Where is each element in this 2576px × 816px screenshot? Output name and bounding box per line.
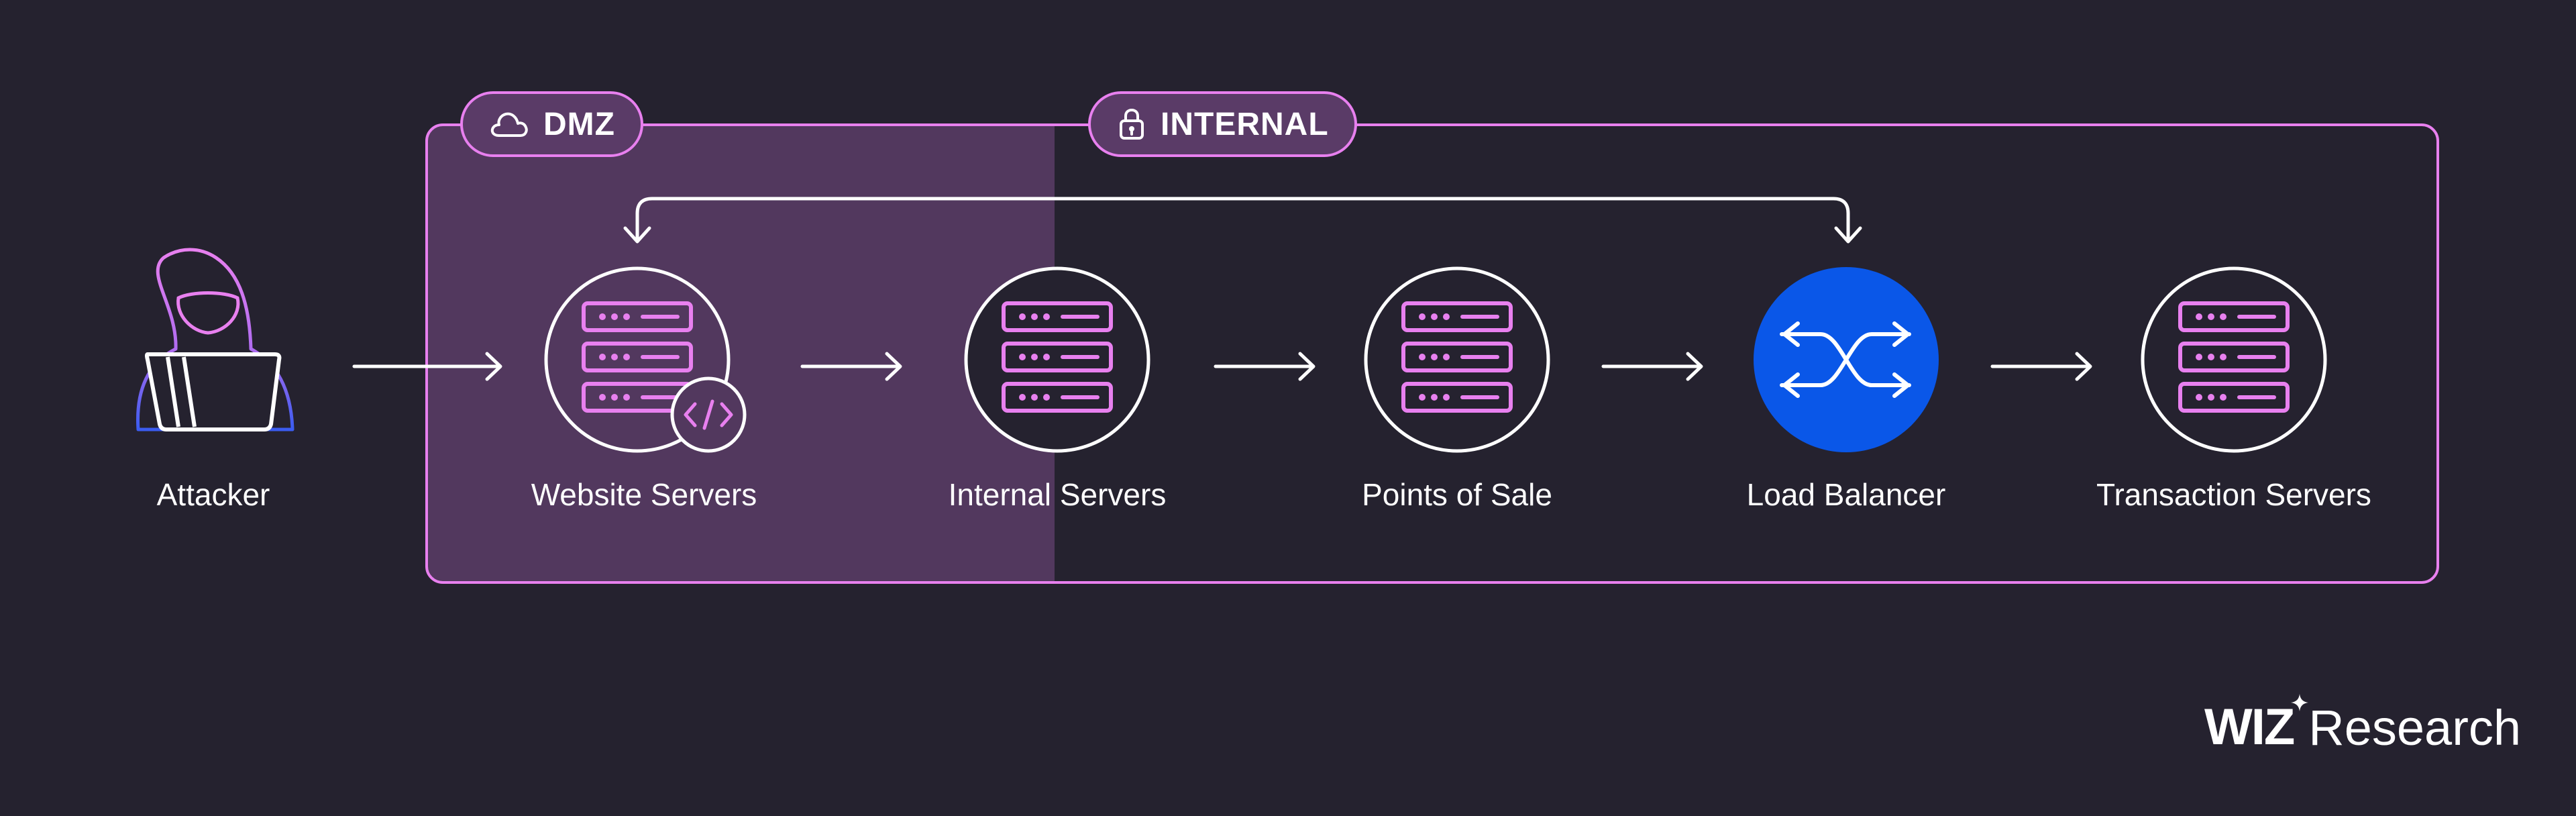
brand-research: Research [2308,700,2521,756]
load-balancer-label: Load Balancer [1746,477,1946,512]
internal-label: INTERNAL [1161,106,1329,142]
dmz-zone-tag: DMZ [460,91,643,157]
flow-arrow-loadbalancer-to-transaction [1990,352,2092,381]
dmz-zone [427,125,1055,582]
brand-wiz-text: WIZ [2204,699,2295,756]
network-boundary [425,123,2439,584]
internal-servers-node [964,266,1150,453]
sparkle-icon [2291,694,2309,711]
shuffle-arrows-icon [1780,321,1911,398]
loop-connector [635,197,1850,239]
cloud-icon [490,112,528,137]
flow-arrow-website-to-internal [800,352,902,381]
lock-icon [1120,108,1144,140]
transaction-servers-node [2141,266,2327,453]
hooded-hacker-icon [136,248,294,431]
loop-arrowhead-right [1834,226,1862,244]
internal-zone-tag: INTERNAL [1088,91,1357,157]
dmz-label: DMZ [543,106,615,142]
wiz-research-logo: WIZ Research [2204,694,2521,756]
flow-arrow-attacker-to-website [352,352,502,381]
transaction-servers-label: Transaction Servers [2096,477,2371,512]
website-servers-node [544,266,747,453]
internal-servers-label: Internal Servers [948,477,1167,512]
points-of-sale-label: Points of Sale [1362,477,1552,512]
brand-wiz: WIZ [2204,694,2309,756]
code-badge-icon [670,376,747,453]
load-balancer-node [1754,267,1939,452]
points-of-sale-node [1364,266,1550,453]
website-servers-label: Website Servers [531,477,757,512]
attacker-label: Attacker [156,477,270,512]
flow-arrow-pos-to-loadbalancer [1601,352,1703,381]
loop-arrowhead-left [623,226,651,244]
flow-arrow-internal-to-pos [1214,352,1316,381]
